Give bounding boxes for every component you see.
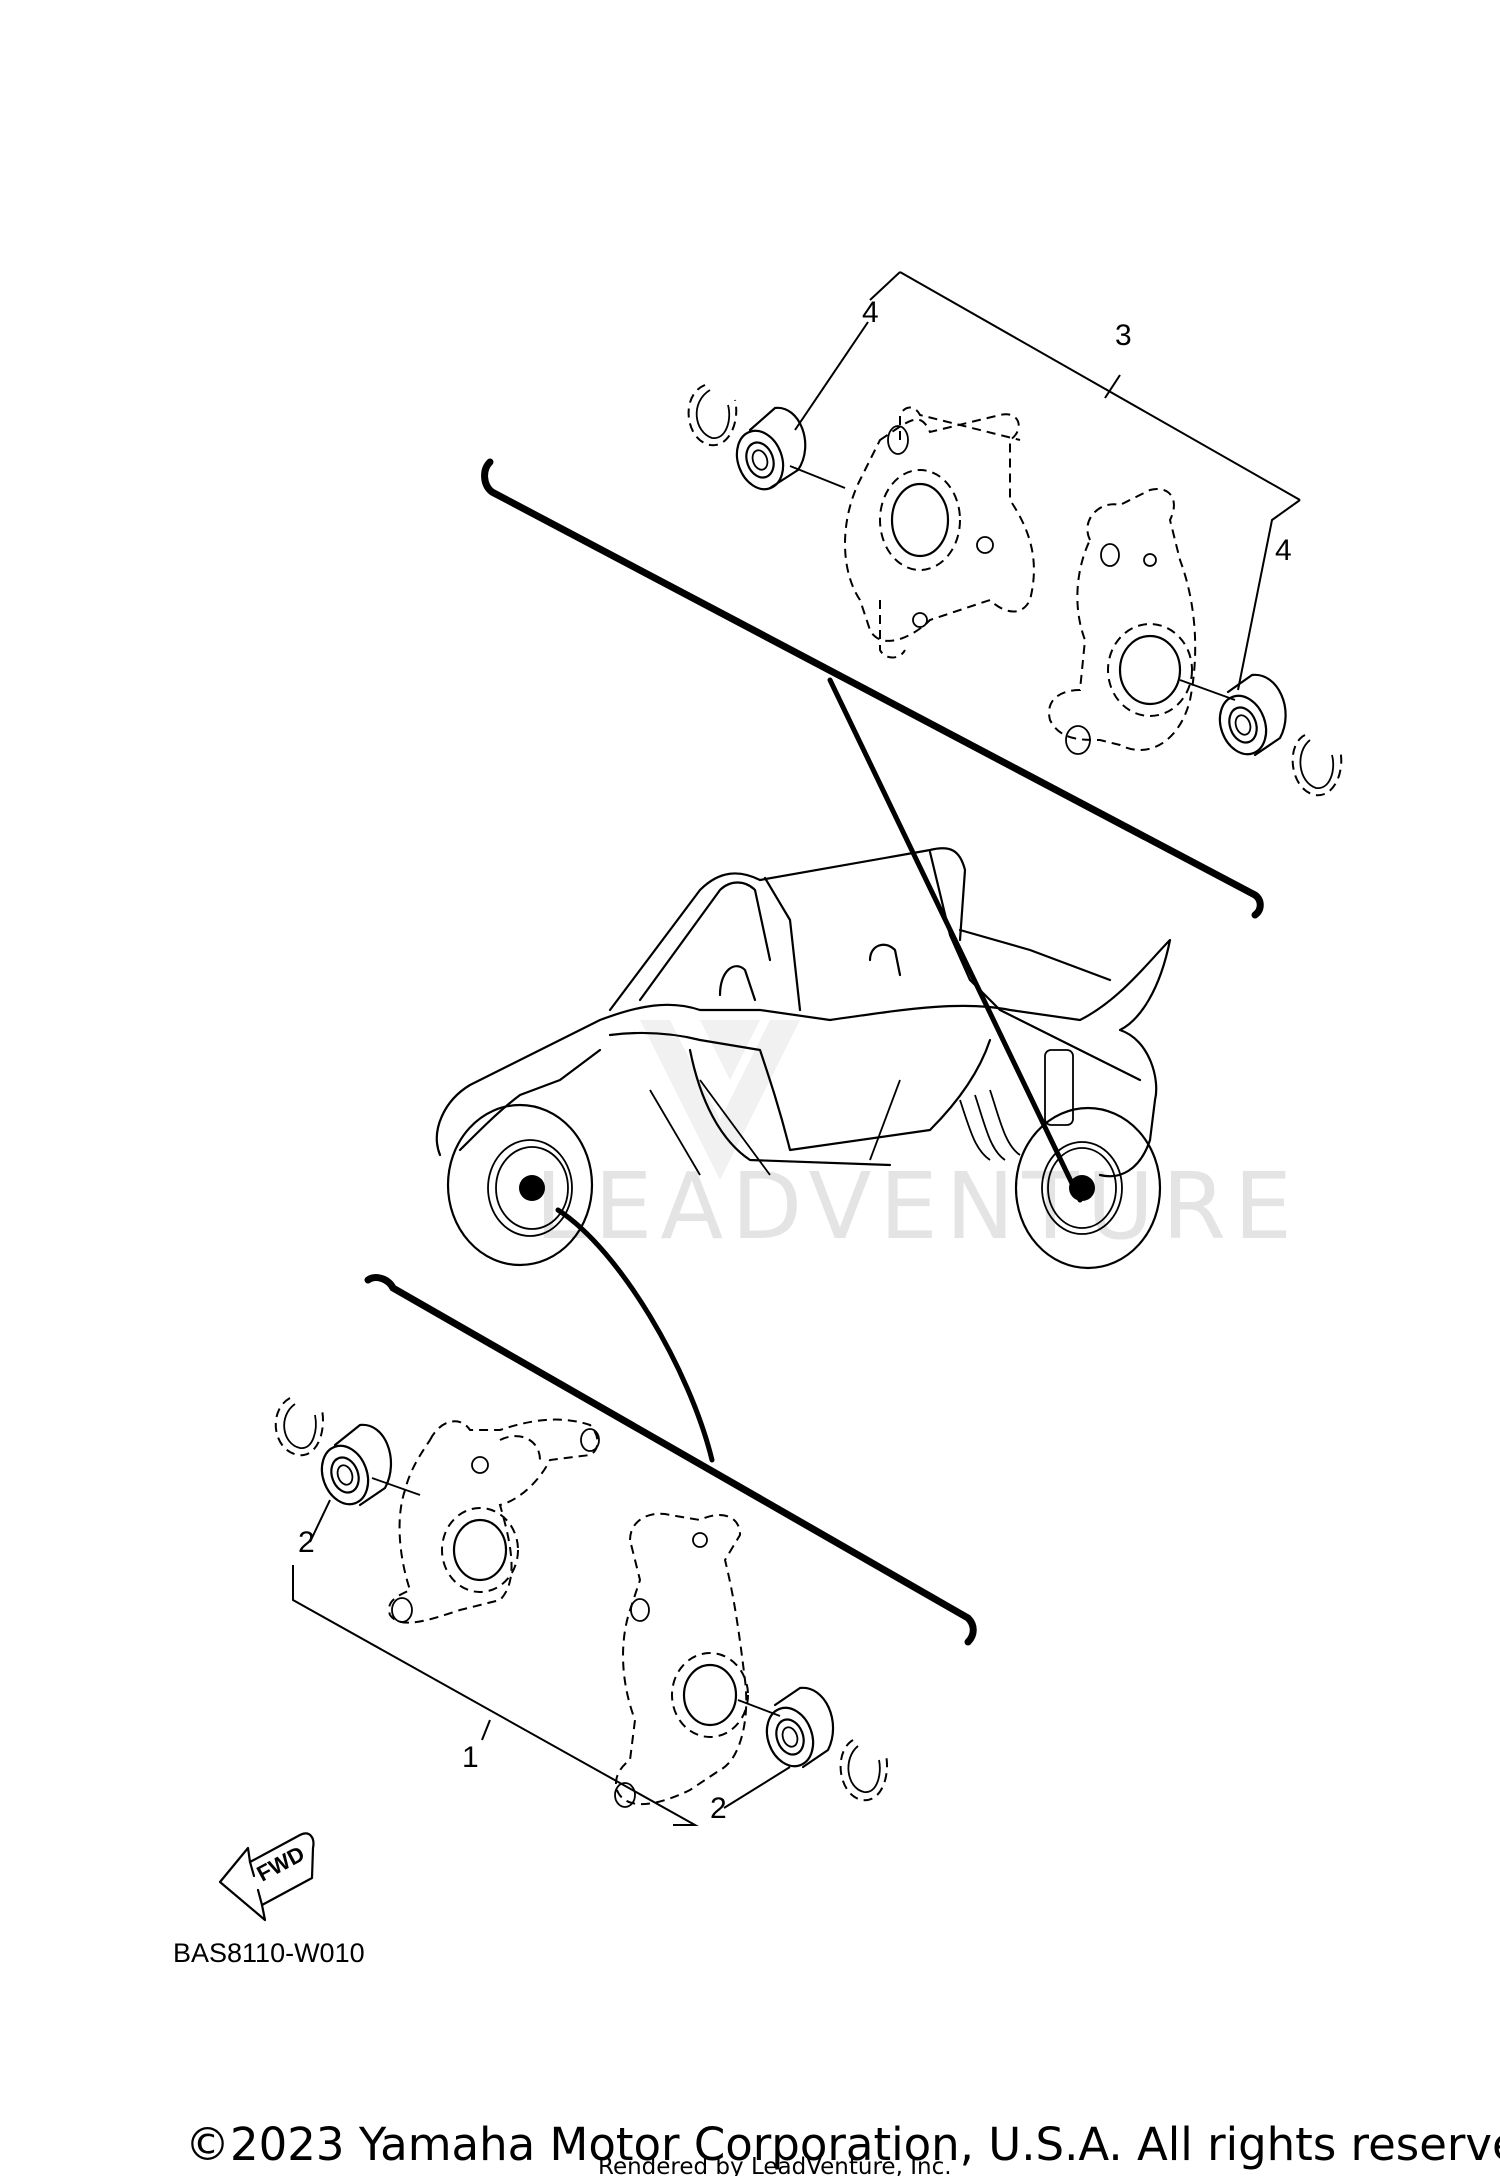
diagram-code: BAS8110-W010: [173, 1938, 365, 1968]
callout-4-rear-left[interactable]: 4: [862, 296, 879, 329]
bearing-rear-right[interactable]: [1212, 673, 1287, 761]
snap-ring-rear-left[interactable]: [687, 384, 738, 447]
watermark-text: LEADVENTURE: [535, 1153, 1300, 1260]
rear-pointer-line: [827, 677, 1083, 1203]
knuckle-rear-left[interactable]: [844, 406, 1035, 659]
bearing-rear-left[interactable]: [729, 406, 807, 496]
bracket-front-assy: [292, 1565, 699, 1826]
copyright-notice: ©2023 Yamaha Motor Corporation, U.S.A. A…: [185, 2118, 1500, 2171]
snap-ring-front-right[interactable]: [839, 1739, 888, 1802]
rear-knuckle-group[interactable]: 4 3 4: [687, 271, 1343, 797]
callout-2-front-right[interactable]: 2: [710, 1792, 727, 1825]
rendered-by-notice: Rendered by LeadVenture, Inc.: [598, 2154, 952, 2176]
callout-4-rear-right[interactable]: 4: [1275, 534, 1292, 567]
bearing-front-right[interactable]: [759, 1686, 834, 1773]
bracket-rear-assy: [899, 271, 1301, 501]
knuckle-front-right[interactable]: [614, 1512, 749, 1808]
snap-ring-rear-right[interactable]: [1291, 734, 1343, 797]
snap-ring-front-left[interactable]: [274, 1397, 324, 1457]
front-pointer-line: [555, 1207, 715, 1463]
callout-2-front-left[interactable]: 2: [298, 1526, 315, 1559]
watermark-logo: [640, 1020, 800, 1180]
knuckle-front-left[interactable]: [388, 1418, 600, 1624]
callout-1-front-assy[interactable]: 1: [462, 1741, 479, 1774]
front-group-bracket-line: [364, 1274, 977, 1646]
vehicle-illustration: [435, 847, 1172, 1270]
rear-group-bracket-line: [481, 458, 1264, 919]
bearing-front-left[interactable]: [314, 1423, 393, 1511]
callout-3-rear-assy[interactable]: 3: [1115, 319, 1132, 352]
knuckle-rear-right[interactable]: [1048, 488, 1197, 755]
fwd-label: FWD: [253, 1841, 309, 1887]
front-knuckle-group[interactable]: 2 1 2: [274, 1397, 888, 1826]
forward-arrow-icon: FWD: [218, 1832, 315, 1922]
